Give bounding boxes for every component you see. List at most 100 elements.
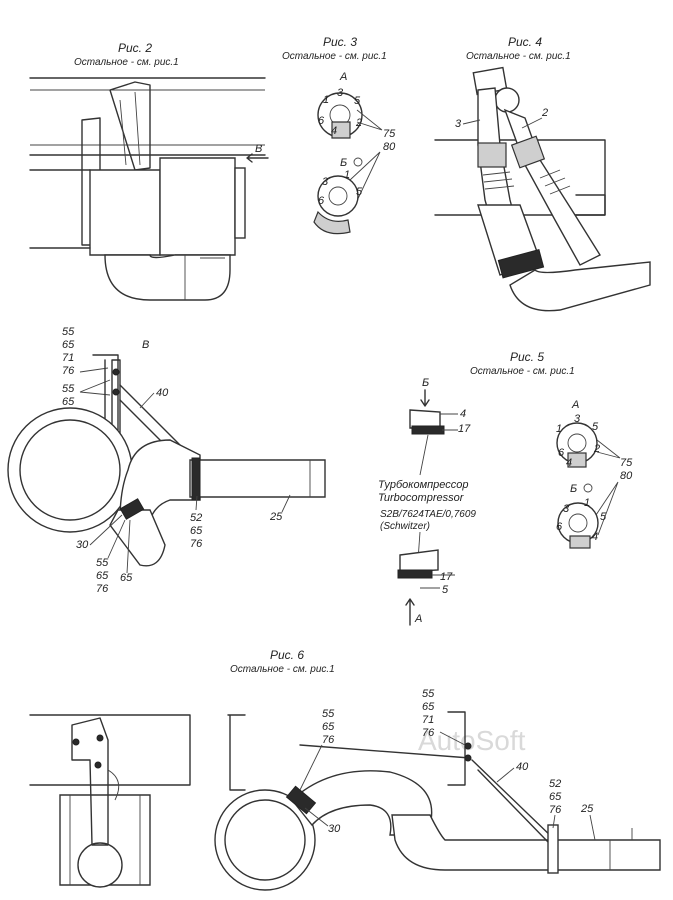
fig5-subtitle: Остальное - см. рис.1 (470, 366, 575, 377)
fig6-subtitle: Остальное - см. рис.1 (230, 664, 335, 675)
fig5-arrow-a (405, 598, 415, 626)
figb-callout-65b: 65 (62, 396, 75, 408)
fig6-tail-pipe (391, 814, 661, 871)
fig6-callout-71b: 71 (422, 714, 434, 726)
fig6-callout-76a: 76 (322, 734, 335, 746)
fig5-maker: (Schwitzer) (380, 521, 430, 532)
fig5-callout-80: 80 (620, 470, 633, 482)
fig5-flange-a-label: А (571, 399, 579, 411)
fig5-flange-b-label: Б (570, 483, 577, 495)
figb-callout-65d: 65 (96, 570, 109, 582)
figb-callout-52: 52 (190, 512, 202, 524)
fig5-turbo-en: Turbocompressor (378, 492, 465, 504)
fig2-subtitle: Остальное - см. рис.1 (74, 57, 179, 68)
fig6-left-frame-rail (29, 714, 191, 786)
figb-callout-65a: 65 (62, 339, 75, 351)
fig3-view-a: А (339, 71, 347, 83)
fig3-flange-b (317, 175, 359, 217)
fig3-bolt-a6: 6 (318, 115, 325, 127)
fig5-turbo-ru: Турбокомпрессор (378, 479, 469, 491)
figure-view-b: В 55 65 71 76 55 65 76 40 25 52 65 76 (7, 326, 326, 595)
fig5-callout-5: 5 (442, 584, 449, 596)
fig2-view-label: В (255, 143, 262, 155)
fig6-callout-65a: 65 (322, 721, 335, 733)
fig6-frame-channel-left (227, 714, 246, 791)
fig4-title: Рис. 4 (508, 35, 542, 49)
fig6-frame-channel-right (447, 711, 466, 786)
fig6-callout-55a: 55 (322, 708, 335, 720)
fig5-bolt-a2: 2 (593, 443, 600, 455)
fig2-muffler-body (89, 169, 161, 256)
fig3-bolt-a2: 2 (355, 117, 362, 129)
fig4-outlet-pipe (509, 261, 651, 312)
fig3-bolt-b6: 6 (318, 195, 325, 207)
fig4-subtitle: Остальное - см. рис.1 (466, 51, 571, 62)
fig5-bolt-a5: 5 (592, 421, 599, 433)
figb-callout-55a: 55 (62, 326, 75, 338)
fig6-callout-76c: 76 (549, 804, 562, 816)
figb-callout-30: 30 (76, 539, 89, 551)
figb-callout-65e: 65 (120, 572, 133, 584)
fig2-title: Рис. 2 (118, 41, 152, 55)
fig3-bolt-b3: 3 (322, 176, 329, 188)
fig4-callout-2: 2 (541, 107, 548, 119)
fig5-bolt-b4: 4 (592, 531, 598, 543)
fig5-model: S2B/7624TAE/0,7609 (380, 509, 476, 520)
fig3-title: Рис. 3 (323, 35, 357, 49)
figb-tail-pipe (189, 459, 326, 498)
figure-3: Рис. 3 Остальное - см. рис.1 А 1 3 6 5 2… (282, 35, 396, 235)
figb-callout-65c: 65 (190, 525, 203, 537)
fig5-title: Рис. 5 (510, 350, 544, 364)
fig5-bolt-b3: 3 (563, 503, 570, 515)
fig5-callout-75: 75 (620, 457, 633, 469)
figb-callout-55b: 55 (62, 383, 75, 395)
fig5-bolt-a1: 1 (556, 423, 562, 435)
fig3-bolt-a5: 5 (354, 95, 361, 107)
fig5-bolt-b6: 6 (556, 521, 563, 533)
figure-2: Рис. 2 Остальное - см. рис.1 В (29, 41, 269, 301)
fig5-bolt-a4: 4 (566, 457, 572, 469)
fig2-elbow-pipe (104, 254, 231, 301)
figb-callout-76d: 76 (96, 583, 109, 595)
fig3-bolt-b5: 5 (356, 186, 363, 198)
figb-callout-76c: 76 (190, 538, 203, 550)
figure-5: Рис. 5 Остальное - см. рис.1 Б 4 17 Турб… (378, 350, 633, 626)
fig6-strut (299, 744, 556, 843)
watermark: AutoSoft (418, 725, 526, 756)
fig5-bolt-b1: 1 (584, 497, 590, 509)
fig6-callout-40: 40 (516, 761, 529, 773)
fig6-callout-55b: 55 (422, 688, 435, 700)
fig4-callout-3: 3 (455, 118, 462, 130)
fig6-callout-25: 25 (580, 803, 594, 815)
fig3-view-b: Б (340, 157, 347, 169)
fig3-subtitle: Остальное - см. рис.1 (282, 51, 387, 62)
fig3-bolt-a4: 4 (331, 125, 337, 137)
fig6-callout-65b: 65 (422, 701, 435, 713)
fig3-bolt-b1: 1 (344, 169, 350, 181)
fig6-callout-52: 52 (549, 778, 561, 790)
figb-view-label: В (142, 339, 149, 351)
fig6-callout-65c: 65 (549, 791, 562, 803)
fig5-callout-17b: 17 (440, 571, 453, 583)
fig5-view-a: А (414, 613, 422, 625)
figb-callout-55d: 55 (96, 557, 109, 569)
figure-6: Рис. 6 Остальное - см. рис.1 AutoSoft 55… (29, 648, 661, 891)
fig6-title: Рис. 6 (270, 648, 304, 662)
figb-callout-71a: 71 (62, 352, 74, 364)
fig2-bracket (109, 81, 151, 171)
figb-callout-25: 25 (269, 511, 283, 523)
fig5-view-b: Б (422, 377, 429, 389)
fig5-bolt-b5: 5 (600, 511, 607, 523)
fig3-bolt-a1: 1 (323, 94, 329, 106)
figure-4: Рис. 4 Остальное - см. рис.1 3 2 (434, 35, 651, 312)
figb-callout-76a: 76 (62, 365, 75, 377)
fig6-left-bracket (71, 717, 109, 846)
fig5-callout-17a: 17 (458, 423, 471, 435)
fig3-bolt-a3: 3 (337, 87, 344, 99)
fig5-callout-4: 4 (460, 408, 466, 420)
fig3-callout-80: 80 (383, 141, 396, 153)
figb-callout-40: 40 (156, 387, 169, 399)
fig6-callout-30: 30 (328, 823, 341, 835)
